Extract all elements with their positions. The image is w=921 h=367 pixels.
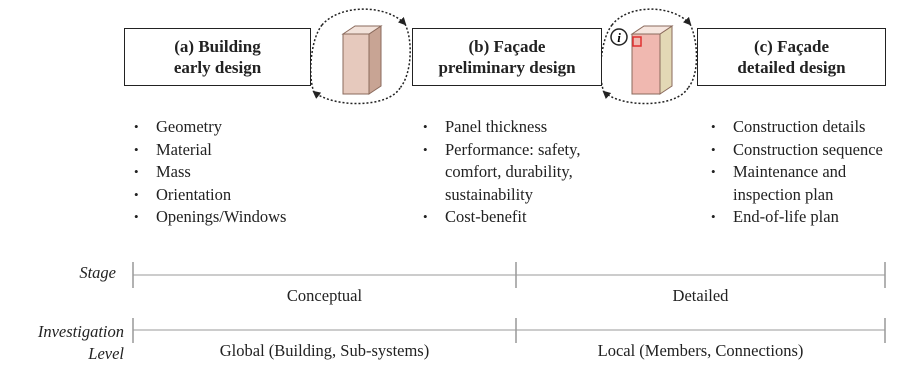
cycle-arrow-forward (611, 8, 692, 26)
cycle-arrow-backward (602, 87, 689, 105)
facade-building-icon (630, 25, 674, 95)
stage-axis (132, 262, 886, 288)
info-icon-glyph: i (617, 30, 621, 45)
stage-row-label: Stage (79, 263, 116, 282)
list-item: Openings/Windows (130, 206, 360, 229)
iteration-cycle-a-b (309, 8, 411, 105)
building-early-design-list: Geometry Material Mass Orientation Openi… (130, 116, 360, 229)
facade-panel-marker (632, 36, 642, 47)
list-item: Orientation (130, 184, 360, 207)
list-item-continuation: inspection plan (733, 184, 834, 204)
stage-box-facade-detailed-design: (c) Façade detailed design (697, 28, 886, 86)
list-item: Mass (130, 161, 360, 184)
list-item-continuation: sustainability (445, 184, 533, 204)
cycle-dotted-left (599, 24, 613, 93)
cycle-dotted-left (309, 24, 323, 93)
list-item: Panel thickness (419, 116, 649, 139)
stage-title-line2: early design (173, 58, 262, 77)
investigation-label-line2: Level (88, 344, 124, 363)
list-item: Cost-benefit (419, 206, 649, 229)
facade-detailed-design-list: Construction details Construction sequen… (707, 116, 921, 229)
list-item: Performance: safety, (419, 139, 649, 162)
list-item: Material (130, 139, 360, 162)
stage-title-line1: (b) Façade (468, 37, 546, 56)
list-item: Construction sequence (707, 139, 921, 162)
iteration-cycle-b-c (599, 8, 698, 105)
list-item: Geometry (130, 116, 360, 139)
level-global-label: Global (Building, Sub-systems) (219, 341, 430, 360)
level-local-label: Local (Members, Connections) (597, 341, 804, 360)
investigation-level-axis (132, 318, 886, 343)
building-massing-icon (341, 25, 383, 95)
stage-box-facade-preliminary-design: (b) Façade preliminary design (412, 28, 602, 86)
stage-box-building-early-design: (a) Building early design (124, 28, 311, 86)
info-icon: i (610, 28, 628, 46)
facade-preliminary-design-list: Panel thickness Performance: safety, com… (419, 116, 649, 229)
stage-title-line2: detailed design (737, 58, 846, 77)
stage-title-line2: preliminary design (438, 58, 576, 77)
list-item-continuation: comfort, durability, (445, 162, 573, 181)
stage-title-line1: (a) Building (174, 37, 261, 56)
list-item: Construction details (707, 116, 921, 139)
stage-conceptual-label: Conceptual (286, 286, 363, 305)
investigation-label-line1: Investigation (37, 322, 124, 341)
list-item: Maintenance and (707, 161, 921, 184)
investigation-level-row-label: Investigation Level (6, 321, 124, 365)
stage-detailed-label: Detailed (672, 286, 729, 305)
cycle-arrow-forward (321, 8, 407, 26)
cycle-dotted-right (399, 23, 411, 89)
list-item: End-of-life plan (707, 206, 921, 229)
stage-title-line1: (c) Façade (753, 37, 830, 56)
cycle-arrow-backward (312, 87, 401, 105)
cycle-dotted-right (687, 23, 698, 89)
